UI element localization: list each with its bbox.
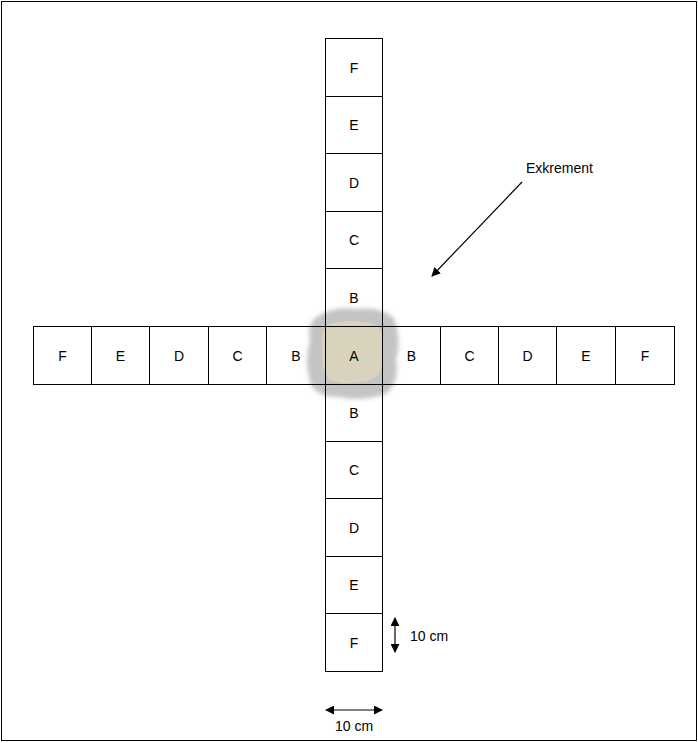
zone-letter: B bbox=[407, 348, 416, 364]
zone-letter: C bbox=[349, 232, 359, 248]
zone-letter: F bbox=[58, 348, 67, 364]
grid-square: B bbox=[325, 268, 383, 327]
grid-square: C bbox=[208, 326, 267, 385]
zone-letter: B bbox=[291, 348, 300, 364]
grid-square: D bbox=[325, 498, 383, 557]
zone-letter: C bbox=[232, 348, 242, 364]
grid-square: F bbox=[325, 38, 383, 97]
zone-letter: D bbox=[349, 520, 359, 536]
zone-letter: F bbox=[641, 348, 650, 364]
grid-square: E bbox=[556, 326, 616, 385]
zone-letter: D bbox=[174, 348, 184, 364]
grid-square: C bbox=[440, 326, 499, 385]
zone-letter: E bbox=[581, 348, 590, 364]
grid-square: F bbox=[325, 613, 383, 672]
grid-square: D bbox=[498, 326, 557, 385]
dimension-label: 10 cm bbox=[334, 718, 374, 734]
excrement-blob bbox=[307, 308, 399, 399]
zone-letter: C bbox=[464, 348, 474, 364]
grid-square: D bbox=[325, 153, 383, 212]
grid-square: B bbox=[325, 384, 383, 442]
grid-square: D bbox=[149, 326, 209, 385]
zone-letter: D bbox=[522, 348, 532, 364]
zone-letter: A bbox=[349, 348, 358, 364]
grid-square: A bbox=[325, 326, 383, 385]
grid-square: C bbox=[325, 211, 383, 269]
zone-letter: E bbox=[349, 577, 358, 593]
grid-square: E bbox=[325, 556, 383, 614]
zone-letter: E bbox=[349, 117, 358, 133]
zone-letter: F bbox=[350, 60, 359, 76]
callout-label: Exkrement bbox=[525, 160, 594, 176]
leader-arrow bbox=[432, 182, 522, 276]
zone-letter: D bbox=[349, 175, 359, 191]
dimension-arrow bbox=[394, 618, 395, 652]
grid-square: C bbox=[325, 441, 383, 499]
zone-letter: C bbox=[349, 462, 359, 478]
zone-letter: E bbox=[116, 348, 125, 364]
excrement-core bbox=[322, 321, 384, 383]
dimension-arrow bbox=[326, 709, 382, 710]
grid-square: E bbox=[91, 326, 150, 385]
grid-square: E bbox=[325, 96, 383, 154]
grid-square: B bbox=[382, 326, 441, 385]
grid-square: F bbox=[615, 326, 675, 385]
grid-square: F bbox=[33, 326, 92, 385]
zone-letter: B bbox=[349, 405, 358, 421]
dimension-label: 10 cm bbox=[409, 628, 449, 644]
zone-letter: F bbox=[350, 635, 359, 651]
zone-letter: B bbox=[349, 290, 358, 306]
grid-square: B bbox=[266, 326, 326, 385]
